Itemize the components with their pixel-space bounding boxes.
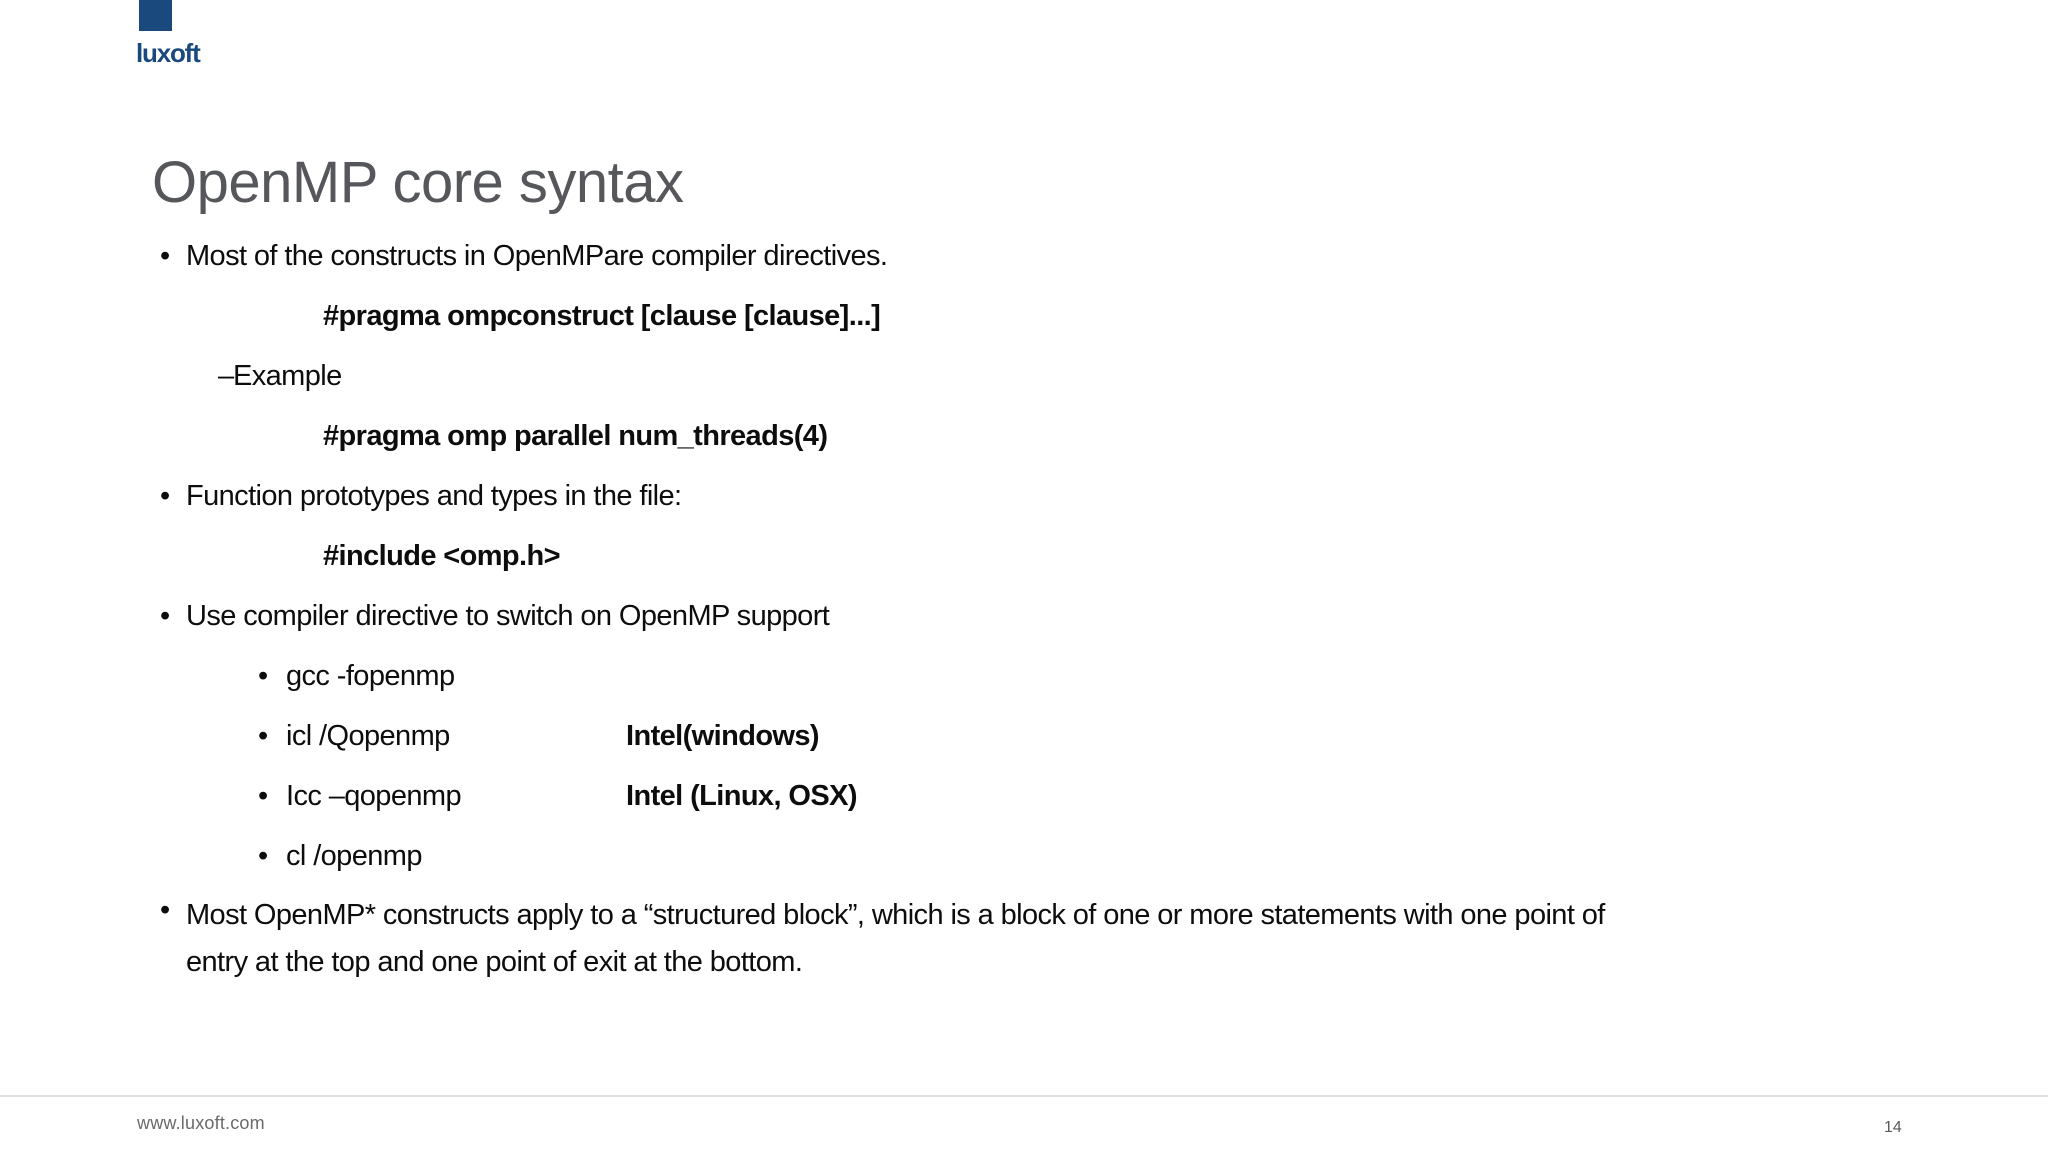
bullet-marker: •	[258, 720, 268, 752]
compiler-annotation: Intel (Linux, OSX)	[626, 780, 857, 812]
bullet-marker: •	[160, 894, 170, 926]
luxoft-logo-square-icon	[139, 0, 172, 31]
bullet-text: Function prototypes and types in the fil…	[186, 480, 682, 512]
bullet-text: Icc –qopenmp	[286, 780, 462, 812]
bullet-marker: •	[160, 600, 170, 632]
footer-url: www.luxoft.com	[137, 1113, 265, 1133]
bullet-text: Use compiler directive to switch on Open…	[186, 600, 830, 632]
compiler-annotation: Intel(windows)	[626, 720, 820, 752]
code-text: #include <omp.h>	[323, 540, 561, 572]
bullet-marker: •	[258, 780, 268, 812]
bullet-text: Most OpenMP* constructs apply to a “stru…	[186, 899, 1605, 978]
bullet-marker: •	[160, 480, 170, 512]
page-number: 14	[1884, 1119, 1902, 1136]
code-text: #pragma ompconstruct [clause [clause]...…	[323, 300, 881, 332]
bullet-text: gcc -fopenmp	[286, 660, 455, 692]
footer-divider	[0, 1095, 2048, 1097]
luxoft-wordmark: luxoft	[136, 38, 201, 68]
bullet-marker: •	[258, 840, 268, 872]
bullet-marker: •	[160, 240, 170, 272]
dash-text: Example	[233, 360, 342, 392]
slide-title: OpenMP core syntax	[152, 149, 684, 215]
code-text: #pragma omp parallel num_threads(4)	[323, 420, 828, 452]
dash-marker: –	[218, 360, 234, 392]
bullet-marker: •	[258, 660, 268, 692]
bullet-text: cl /openmp	[286, 840, 422, 872]
bullet-text: Most of the constructs in OpenMPare comp…	[186, 240, 888, 272]
bullet-text: icl /Qopenmp	[286, 720, 450, 752]
